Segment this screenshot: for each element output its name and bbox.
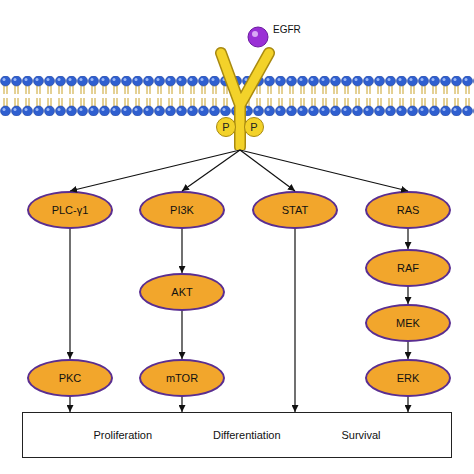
- ligand: [248, 27, 268, 47]
- signal-protein: PI3K: [139, 191, 225, 229]
- signal-protein: RAF: [365, 249, 451, 287]
- signal-protein: AKT: [139, 273, 225, 311]
- node-label: PLC-γ1: [52, 204, 89, 216]
- node-label: P: [250, 121, 257, 133]
- signal-arrow: [182, 150, 240, 191]
- signal-arrow: [407, 342, 408, 359]
- node-label: STAT: [282, 204, 308, 216]
- node-label: EGFR: [273, 24, 301, 35]
- node-label: mTOR: [166, 372, 198, 384]
- signal-arrow: [69, 397, 70, 412]
- phosphate-circle: P: [244, 117, 264, 137]
- node-label: Differentiation: [213, 429, 281, 441]
- signal-protein: MEK: [365, 304, 451, 342]
- signal-protein: PKC: [27, 359, 113, 397]
- receptor-outline: [221, 53, 269, 147]
- node-label: Survival: [341, 429, 380, 441]
- signal-arrow: [181, 397, 182, 412]
- node-label: PKC: [59, 372, 82, 384]
- signal-arrow: [181, 229, 182, 273]
- signal-protein: mTOR: [139, 359, 225, 397]
- node-label: RAS: [397, 204, 420, 216]
- node-label: ERK: [397, 372, 420, 384]
- node-label: MEK: [396, 317, 420, 329]
- signal-arrow: [407, 397, 408, 412]
- receptor-shape: [185, 15, 295, 150]
- receptor-egfr: EGFRPP: [185, 15, 295, 150]
- signal-arrow: [70, 150, 240, 191]
- receptor-body: [221, 53, 269, 147]
- ligand-highlight: [252, 31, 258, 37]
- node-label: P: [222, 121, 229, 133]
- signal-arrow: [69, 229, 70, 359]
- signal-protein: ERK: [365, 359, 451, 397]
- signal-arrow: [407, 287, 408, 304]
- node-label: RAF: [397, 262, 419, 274]
- node-label: PI3K: [170, 204, 194, 216]
- signal-protein: RAS: [365, 191, 451, 229]
- signal-arrow: [294, 229, 295, 412]
- node-label: Proliferation: [93, 429, 152, 441]
- signal-arrow: [407, 229, 408, 249]
- node-label: AKT: [171, 286, 192, 298]
- signal-protein: PLC-γ1: [27, 191, 113, 229]
- signal-protein: STAT: [252, 191, 338, 229]
- outcome-box: Proliferation Differentiation Survival: [22, 412, 452, 458]
- phosphate-circle: P: [216, 117, 236, 137]
- signal-arrow: [181, 311, 182, 359]
- signal-arrow: [240, 150, 408, 191]
